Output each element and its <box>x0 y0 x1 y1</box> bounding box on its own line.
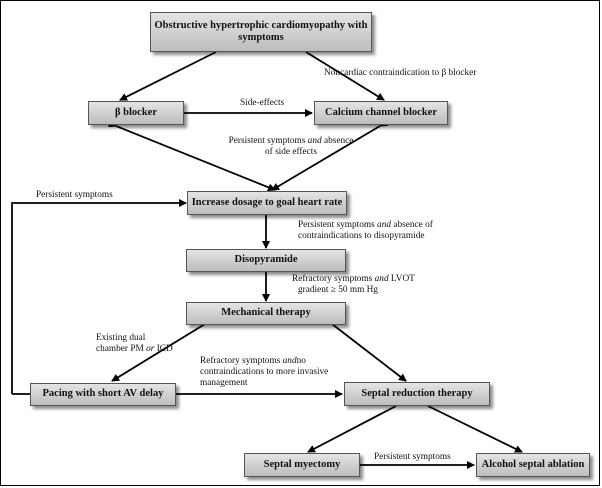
label-persistent-absence: Persistent symptoms and absence of side … <box>228 136 354 157</box>
label-refractory-lvot: Refractory symptoms and LVOT gradient ≥ … <box>292 274 415 295</box>
box-mechanical-therapy: Mechanical therapy <box>186 302 346 325</box>
box-disopyramide: Disopyramide <box>186 249 346 272</box>
box-pacing: Pacing with short AV delay <box>30 383 176 406</box>
arrow-septal-to-myectomy <box>307 405 397 453</box>
arrow-ccb-increase <box>271 118 389 191</box>
label-refractory-invasive: Refractory symptoms andno contraindicati… <box>200 356 329 388</box>
label-persistent-bottom: Persistent symptoms <box>374 452 451 462</box>
label-disopyramide-criteria: Persistent symptoms and absence of contr… <box>298 220 433 241</box>
box-increase-dosage: Increase dosage to goal heart rate <box>187 191 347 215</box>
arrow-mech-to-pacing <box>111 323 206 382</box>
box-alcohol-septal-ablation: Alcohol septal ablation <box>476 453 590 477</box>
arrow-pacing-loop <box>11 199 187 394</box>
label-existing-dual-chamber: Existing dual chamber PM or ICD <box>96 333 173 354</box>
label-side-effects: Side-effects <box>240 98 285 108</box>
arrow-mech-to-septal <box>331 323 407 382</box>
box-calcium-channel-blocker: Calcium channel blocker <box>314 101 448 125</box>
box-septal-myectomy: Septal myectomy <box>244 453 360 477</box>
arrow-ohcm-to-ccb <box>305 51 385 101</box>
box-beta-blocker: β blocker <box>88 101 184 125</box>
label-noncardiac: Noncardiac contraindication to β blocker <box>324 68 477 78</box>
arrow-ohcm-to-beta <box>119 51 217 101</box>
box-ohcm: Obstructive hypertrophic cardiomyopathy … <box>150 12 372 52</box>
box-septal-reduction: Septal reduction therapy <box>344 382 490 406</box>
label-persistent-loop: Persistent symptoms <box>36 190 113 200</box>
arrow-beta-increase <box>108 119 276 192</box>
arrow-septal-to-ablation <box>427 405 523 453</box>
